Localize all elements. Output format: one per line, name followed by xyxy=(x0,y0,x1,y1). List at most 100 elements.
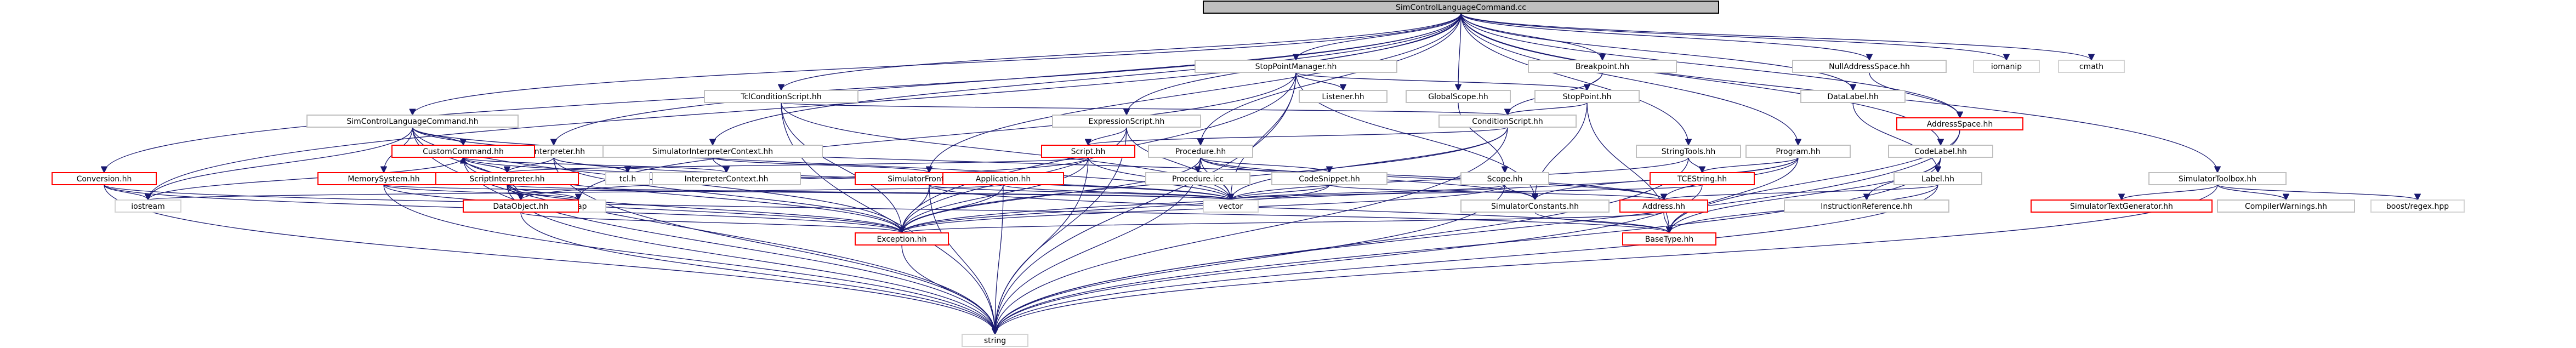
edge-code-label-to-string xyxy=(995,157,1941,334)
edge-simulator-frontend-to-exception xyxy=(902,184,930,233)
node-iomanip[interactable]: iomanip xyxy=(1973,60,2040,73)
node-script[interactable]: Script.hh xyxy=(1041,145,1135,158)
node-null-address-space[interactable]: NullAddressSpace.hh xyxy=(1792,60,1947,73)
node-label: Scope.hh xyxy=(1487,175,1523,184)
edge-script-interpreter-to-custom-command xyxy=(463,157,508,173)
node-label[interactable]: Label.hh xyxy=(1893,172,1982,185)
node-label: boost/regex.hpp xyxy=(2386,202,2449,211)
edge-address-space-to-string xyxy=(995,129,1960,334)
node-listener[interactable]: Listener.hh xyxy=(1299,90,1387,103)
node-box xyxy=(704,90,858,103)
edge-program-to-tce-string xyxy=(1702,157,1799,173)
edge-path xyxy=(553,157,902,233)
edge-path xyxy=(929,13,1462,173)
node-custom-command[interactable]: CustomCommand.hh xyxy=(391,145,535,158)
node-label: StringTools.hh xyxy=(1662,147,1715,156)
node-label: SimulatorToolbox.hh xyxy=(2179,175,2256,184)
node-address[interactable]: Address.hh xyxy=(1619,199,1708,213)
edge-data-label-to-label xyxy=(1852,102,1938,173)
node-tcl-h[interactable]: tcl.h xyxy=(605,172,650,185)
node-breakpoint[interactable]: Breakpoint.hh xyxy=(1528,60,1677,73)
edge-path xyxy=(929,184,1669,233)
node-script-interpreter[interactable]: ScriptInterpreter.hh xyxy=(435,172,579,185)
edge-root-to-global-scope xyxy=(1458,13,1461,90)
edge-code-snippet-to-address xyxy=(1329,184,1664,201)
edge-code-snippet-to-exception xyxy=(902,184,1330,233)
node-procedure[interactable]: Procedure.hh xyxy=(1148,145,1253,158)
edge-custom-command-to-interpreter-context xyxy=(463,157,726,173)
node-global-scope[interactable]: GlobalScope.hh xyxy=(1406,90,1511,103)
node-code-snippet[interactable]: CodeSnippet.hh xyxy=(1271,172,1387,185)
node-box xyxy=(1745,145,1851,158)
edge-root-to-program xyxy=(1460,13,1798,145)
node-root[interactable]: SimControlLanguageCommand.cc xyxy=(1203,1,1719,14)
edge-sim-control-language-command-hh-to-string xyxy=(412,127,996,334)
node-cmath[interactable]: cmath xyxy=(2058,60,2125,73)
node-code-label[interactable]: CodeLabel.hh xyxy=(1888,145,1993,158)
edge-path xyxy=(413,13,1462,115)
node-procedure-icc[interactable]: Procedure.icc xyxy=(1145,172,1250,185)
edge-path xyxy=(1534,212,1669,233)
edge-memory-system-to-map xyxy=(383,184,578,201)
node-stop-point[interactable]: StopPoint.hh xyxy=(1534,90,1640,103)
node-tcl-condition-script[interactable]: TclConditionScript.hh xyxy=(704,90,858,103)
node-memory-system[interactable]: MemorySystem.hh xyxy=(317,172,450,185)
node-box xyxy=(1041,145,1135,158)
node-data-object[interactable]: DataObject.hh xyxy=(463,199,579,213)
node-simulator-toolbox[interactable]: SimulatorToolbox.hh xyxy=(2148,172,2287,185)
node-string[interactable]: string xyxy=(962,334,1028,347)
node-data-label[interactable]: DataLabel.hh xyxy=(1800,90,1906,103)
node-label: MemorySystem.hh xyxy=(348,175,419,184)
node-compiler-warnings[interactable]: CompilerWarnings.hh xyxy=(2217,199,2355,213)
node-expression-script[interactable]: ExpressionScript.hh xyxy=(1052,115,1201,128)
edge-sim-control-language-command-hh-to-iostream xyxy=(148,127,413,200)
node-box xyxy=(52,172,157,185)
edge-path xyxy=(1231,157,1689,201)
node-simulator-interpreter-context[interactable]: SimulatorInterpreterContext.hh xyxy=(602,145,823,158)
edge-simulator-frontend-to-string xyxy=(929,184,995,334)
edge-path xyxy=(383,184,578,201)
node-application[interactable]: Application.hh xyxy=(942,172,1064,185)
edge-path xyxy=(2122,184,2218,201)
node-instruction-reference[interactable]: InstructionReference.hh xyxy=(1784,199,1949,213)
node-stop-point-manager[interactable]: StopPointManager.hh xyxy=(1195,60,1397,73)
node-box xyxy=(2217,199,2355,213)
node-label: Procedure.hh xyxy=(1175,147,1226,156)
node-boost-regex[interactable]: boost/regex.hpp xyxy=(2370,199,2465,213)
edge-path xyxy=(1460,13,2091,61)
node-conversion[interactable]: Conversion.hh xyxy=(52,172,157,185)
node-box xyxy=(1299,90,1387,103)
node-address-space[interactable]: AddressSpace.hh xyxy=(1896,117,2023,130)
node-tce-string[interactable]: TCEString.hh xyxy=(1650,172,1755,185)
node-simulator-constants[interactable]: SimulatorConstants.hh xyxy=(1460,199,1610,213)
node-label: SimulatorTextGenerator.hh xyxy=(2070,202,2173,211)
node-box xyxy=(1528,60,1677,73)
edge-simulator-frontend-to-base-type xyxy=(929,184,1669,233)
node-box xyxy=(1534,90,1640,103)
node-sim-control-language-command-hh[interactable]: SimControlLanguageCommand.hh xyxy=(306,115,519,128)
node-label: BaseType.hh xyxy=(1645,235,1693,244)
node-iostream[interactable]: iostream xyxy=(115,199,181,213)
edge-data-object-to-exception xyxy=(520,212,902,233)
node-vector[interactable]: vector xyxy=(1203,199,1259,213)
node-simulator-text-generator[interactable]: SimulatorTextGenerator.hh xyxy=(2031,199,2213,213)
node-scope[interactable]: Scope.hh xyxy=(1460,172,1549,185)
node-program[interactable]: Program.hh xyxy=(1745,145,1851,158)
edge-application-to-vector xyxy=(1003,184,1231,201)
edge-path xyxy=(902,212,1664,233)
node-box xyxy=(1406,90,1511,103)
node-exception[interactable]: Exception.hh xyxy=(855,232,949,246)
node-box xyxy=(2058,60,2125,73)
node-box xyxy=(1460,199,1610,213)
node-box xyxy=(306,115,519,128)
node-box xyxy=(1145,172,1250,185)
node-box xyxy=(1622,232,1716,246)
edge-path xyxy=(2217,184,2286,201)
node-string-tools[interactable]: StringTools.hh xyxy=(1636,145,1741,158)
node-label: TCEString.hh xyxy=(1677,175,1727,184)
node-condition-script[interactable]: ConditionScript.hh xyxy=(1438,115,1577,128)
node-interpreter-context[interactable]: InterpreterContext.hh xyxy=(652,172,801,185)
node-base-type[interactable]: BaseType.hh xyxy=(1622,232,1716,246)
node-label: Script.hh xyxy=(1071,147,1106,156)
node-label: Procedure.icc xyxy=(1172,175,1224,184)
